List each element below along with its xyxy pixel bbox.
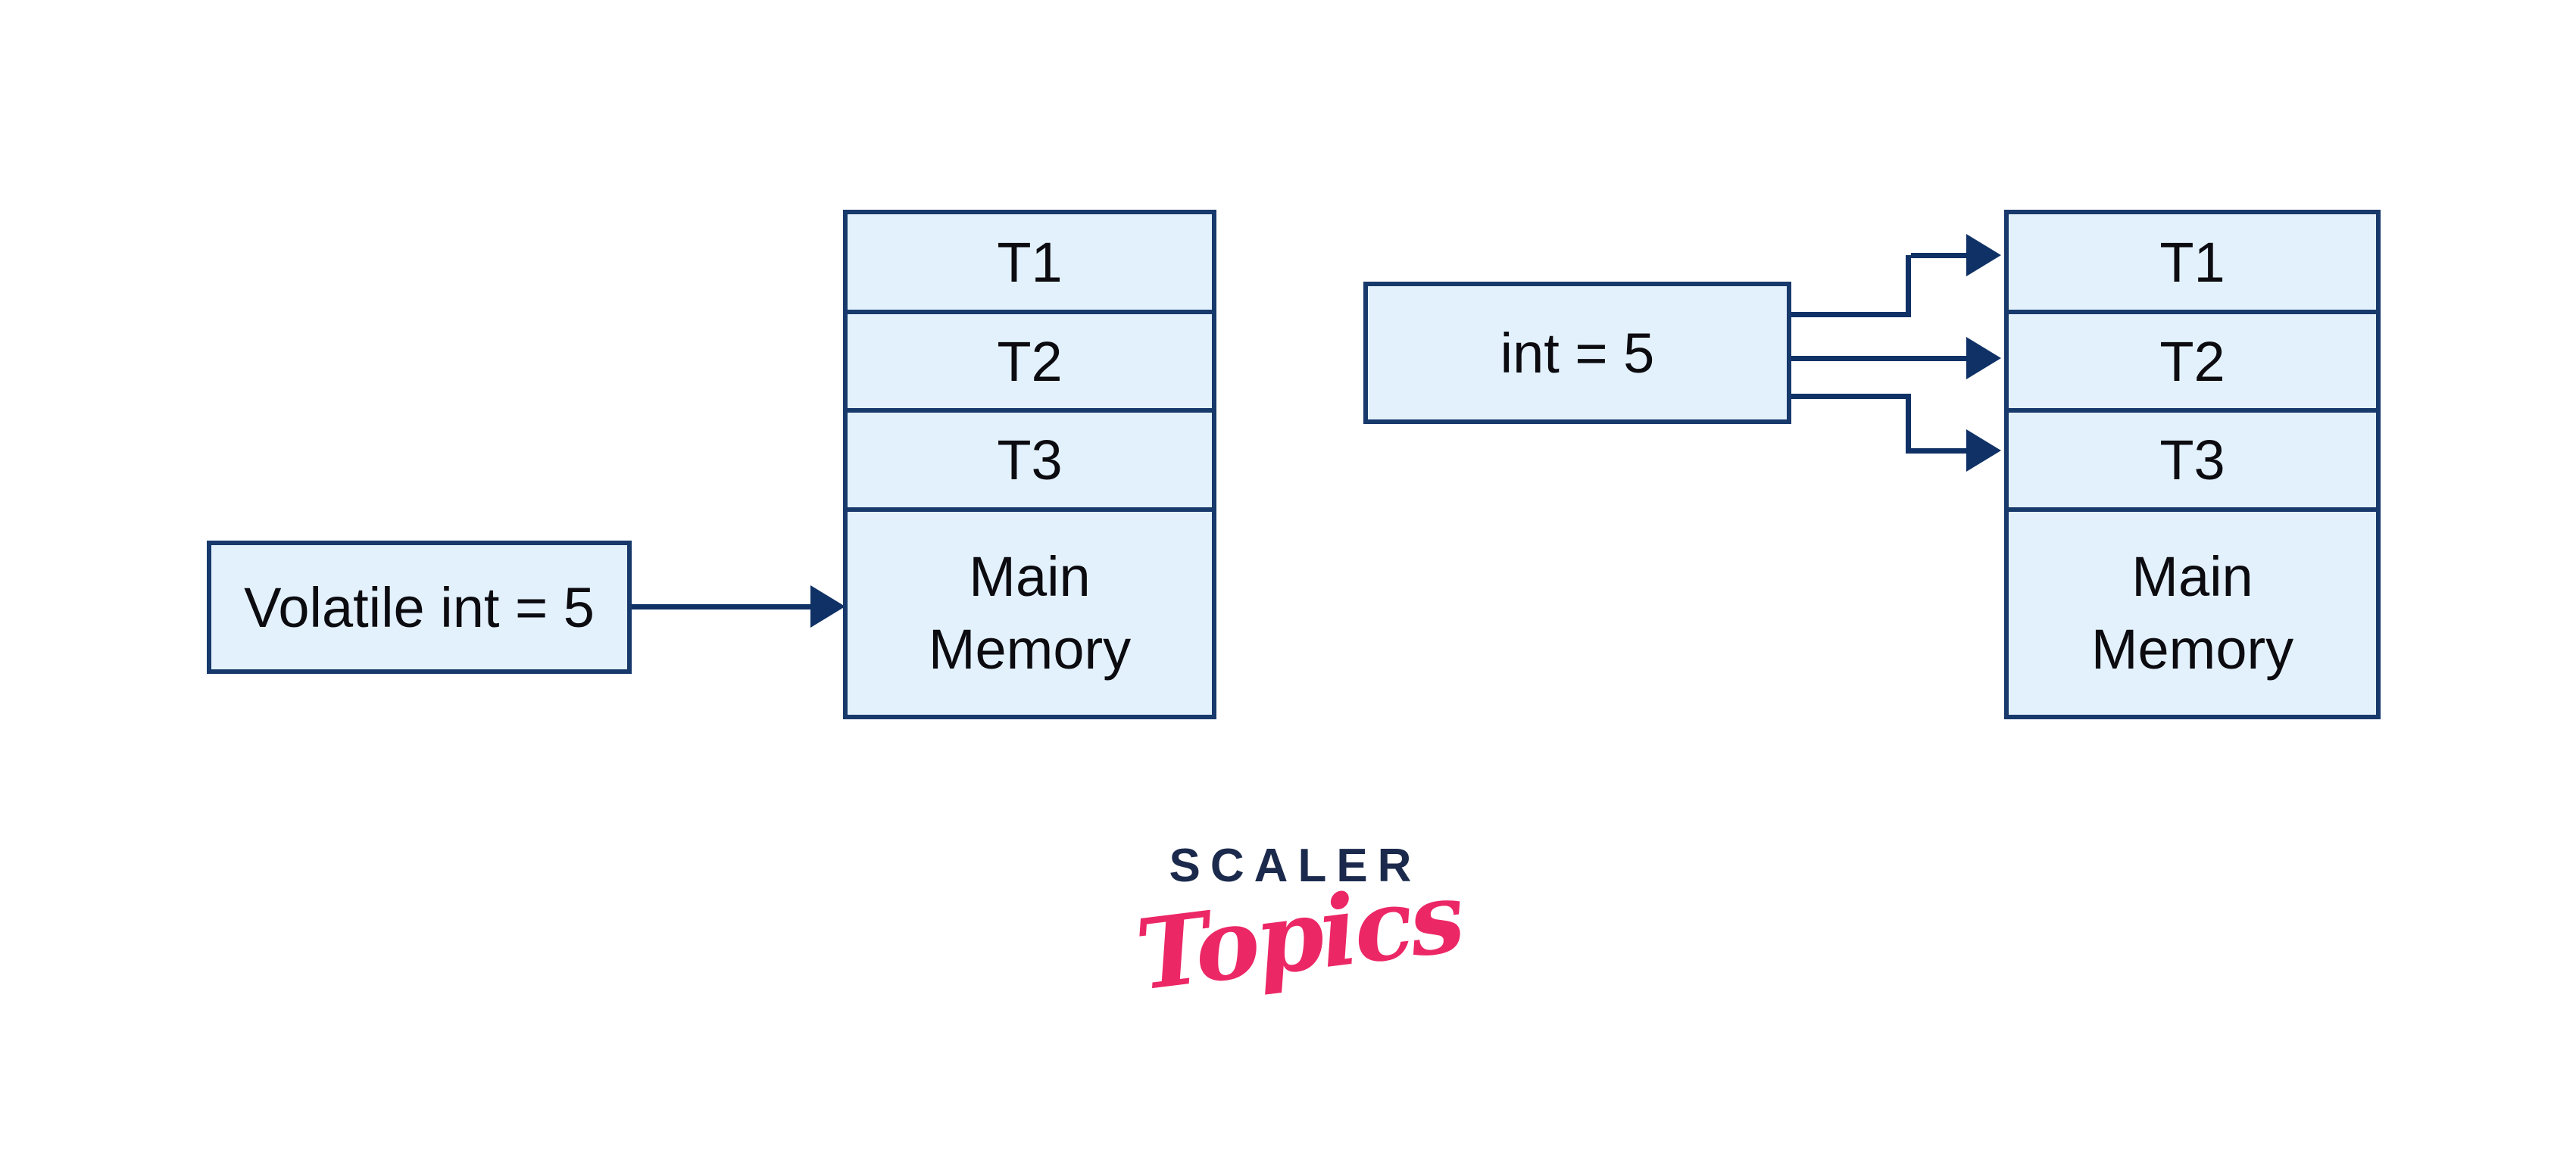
thread-row-t3: T3 bbox=[848, 408, 1212, 507]
thread-t3-label: T3 bbox=[2159, 429, 2225, 491]
main-memory-row: Main Memory bbox=[2009, 507, 2376, 715]
thread-t2-label: T2 bbox=[997, 329, 1063, 393]
memory-stack-left: T1 T2 T3 Main Memory bbox=[843, 210, 1216, 719]
main-memory-row: Main Memory bbox=[848, 507, 1212, 715]
thread-t1-label: T1 bbox=[997, 230, 1063, 294]
arrow-int-to-t3-head-icon bbox=[1966, 429, 2001, 472]
volatile-int-box-label: Volatile int = 5 bbox=[244, 575, 595, 639]
volatile-int-box: Volatile int = 5 bbox=[207, 541, 632, 674]
thread-row-t3: T3 bbox=[2009, 408, 2376, 507]
int-box-label: int = 5 bbox=[1500, 321, 1655, 385]
arrow-int-to-t1-segment bbox=[1911, 253, 1968, 258]
thread-t2-label: T2 bbox=[2159, 329, 2225, 393]
memory-stack-right: T1 T2 T3 Main Memory bbox=[2004, 210, 2381, 719]
arrow-int-to-t2-segment bbox=[1791, 356, 1968, 361]
arrow-int-to-t1-head-icon bbox=[1966, 234, 2001, 276]
arrow-int-to-t3-segment bbox=[1906, 394, 1911, 454]
arrow-volatile-to-memory-line bbox=[632, 604, 813, 610]
thread-row-t2: T2 bbox=[2009, 310, 2376, 408]
thread-row-t1: T1 bbox=[2009, 214, 2376, 310]
arrow-int-to-t2-head-icon bbox=[1966, 337, 2001, 379]
thread-row-t2: T2 bbox=[848, 310, 1212, 408]
arrow-int-to-t3-segment bbox=[1911, 448, 1968, 454]
thread-row-t1: T1 bbox=[848, 214, 1212, 310]
thread-t1-label: T1 bbox=[2159, 230, 2225, 294]
arrow-int-to-t1-segment bbox=[1906, 255, 1911, 317]
scaler-topics-logo: SCALER Topics bbox=[1130, 839, 1467, 1013]
int-box: int = 5 bbox=[1363, 282, 1791, 424]
arrow-int-to-t3-segment bbox=[1791, 394, 1911, 399]
thread-t3-label: T3 bbox=[997, 429, 1063, 491]
arrow-int-to-t1-segment bbox=[1791, 312, 1911, 317]
scaler-wordmark: SCALER bbox=[1169, 840, 1422, 892]
arrow-volatile-to-memory-head-icon bbox=[810, 585, 845, 628]
